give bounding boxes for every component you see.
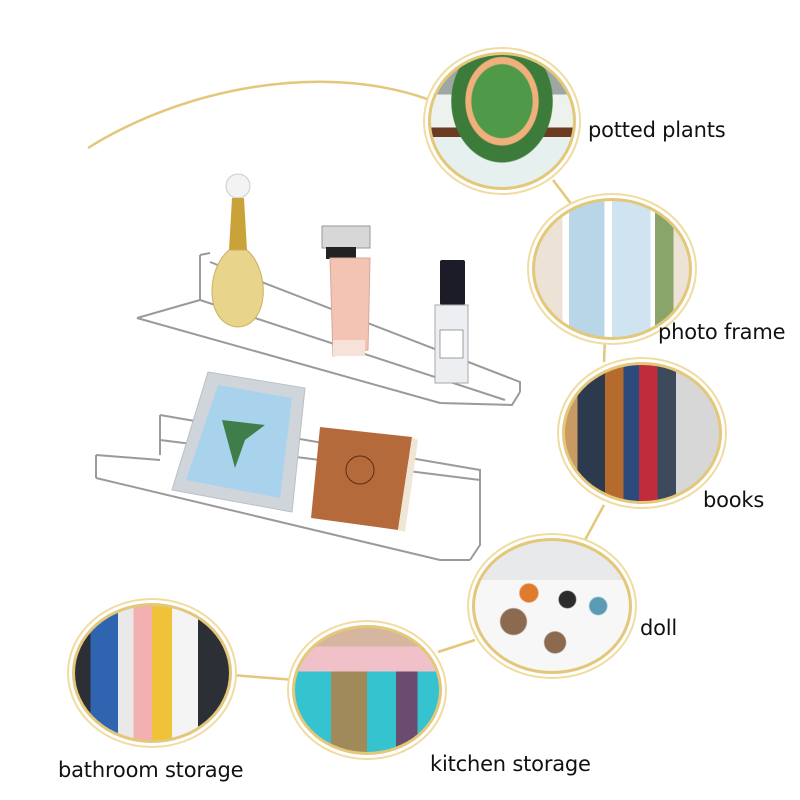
photo-frame-label: photo frame — [658, 320, 786, 344]
potted-plants-label: potted plants — [588, 118, 726, 142]
brown-book — [311, 427, 418, 532]
gold-perfume-bottle — [211, 173, 264, 328]
bathroom-storage-label: bathroom storage — [58, 758, 244, 782]
bathroom-storage-image — [72, 603, 232, 743]
photo-frame-image — [532, 198, 692, 340]
doll-label: doll — [640, 616, 678, 640]
doll-image — [472, 538, 632, 674]
kitchen-storage-image — [292, 625, 442, 755]
books-image — [562, 362, 722, 504]
books-label: books — [703, 488, 765, 512]
spray-bottle — [434, 260, 469, 384]
bottom-shelf — [95, 414, 481, 561]
pink-perfume-bottle — [321, 225, 371, 357]
potted-plants-image — [428, 52, 576, 190]
kitchen-storage-label: kitchen storage — [430, 752, 591, 776]
picture-frame — [171, 371, 306, 513]
